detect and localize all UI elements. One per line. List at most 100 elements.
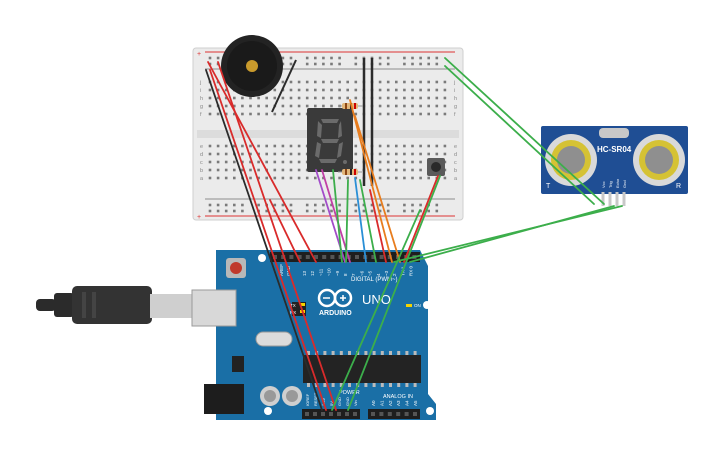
breadboard-hole xyxy=(289,168,293,172)
breadboard-hole xyxy=(378,88,382,92)
header-hole xyxy=(321,412,325,416)
chip-leg xyxy=(413,351,417,355)
breadboard-hole xyxy=(241,96,244,100)
resistor-top xyxy=(338,103,362,109)
breadboard-hole xyxy=(411,96,414,100)
resistor-bottom xyxy=(338,169,362,175)
breadboard-hole xyxy=(386,160,390,164)
rail-hole xyxy=(330,56,333,60)
breadboard-hole xyxy=(338,88,341,92)
breadboard-hole xyxy=(338,96,341,100)
breadboard-hole xyxy=(208,168,212,172)
rail-hole xyxy=(338,209,341,213)
breadboard-hole xyxy=(224,96,228,100)
rail-hole xyxy=(216,209,220,213)
breadboard-hole xyxy=(403,104,406,108)
sensor-model: HC-SR04 xyxy=(597,145,632,154)
breadboard-hole xyxy=(273,96,277,100)
breadboard-hole xyxy=(297,176,301,180)
analog-pin-label: A3 xyxy=(396,400,401,406)
breadboard-row-letter: f xyxy=(454,112,456,118)
chip-leg xyxy=(307,351,310,355)
wire-magenta-1 xyxy=(321,169,351,263)
breadboard-row-letter: c xyxy=(200,160,203,166)
wire-green-gnd xyxy=(444,65,595,205)
breadboard-hole xyxy=(257,104,260,108)
breadboard-hole xyxy=(216,160,220,164)
breadboard-row-letter: b xyxy=(200,168,203,174)
breadboard-hole xyxy=(273,152,277,156)
breadboard-hole xyxy=(224,152,228,156)
breadboard-hole xyxy=(427,112,430,116)
breadboard-hole xyxy=(216,168,220,172)
rail-hole xyxy=(370,203,374,207)
breadboard-hole xyxy=(305,104,309,108)
breadboard-hole xyxy=(435,144,439,148)
breadboard-hole xyxy=(427,96,430,100)
arduino-aref-label: AREF xyxy=(279,264,284,276)
breadboard-hole xyxy=(289,152,293,156)
rail-hole xyxy=(314,203,317,207)
breadboard-hole xyxy=(305,176,309,180)
breadboard-hole xyxy=(386,152,390,156)
breadboard-hole xyxy=(265,160,268,164)
breadboard-hole xyxy=(314,176,317,180)
breadboard-hole xyxy=(419,176,422,180)
rail-hole xyxy=(289,209,293,213)
breadboard-hole xyxy=(346,88,349,92)
breadboard-hole xyxy=(241,152,244,156)
rail-hole xyxy=(338,203,341,207)
rail-hole xyxy=(411,56,414,60)
breadboard-hole xyxy=(281,80,285,84)
rail-hole xyxy=(289,203,293,207)
digital-pin-label: 2 xyxy=(392,273,397,276)
breadboard-hole xyxy=(378,160,382,164)
digital-pin-label: 7 xyxy=(351,273,356,276)
wire-green-5 xyxy=(331,209,421,411)
rail-hole xyxy=(419,62,422,66)
breadboard-hole xyxy=(233,168,236,172)
breadboard-hole xyxy=(411,168,414,172)
breadboard-hole xyxy=(216,88,220,92)
breadboard-hole xyxy=(249,112,252,116)
header-hole xyxy=(404,412,409,416)
breadboard-hole xyxy=(427,144,430,148)
rail-hole xyxy=(233,209,236,213)
breadboard-hole xyxy=(273,112,277,116)
breadboard-hole xyxy=(419,80,422,84)
breadboard-hole xyxy=(419,88,422,92)
breadboard-hole xyxy=(378,152,382,156)
analog-pin-label: A1 xyxy=(379,400,384,406)
breadboard-hole xyxy=(354,80,358,84)
breadboard-hole xyxy=(427,152,430,156)
rail-hole xyxy=(330,62,333,66)
chip-leg xyxy=(307,383,310,387)
rail-hole xyxy=(435,203,439,207)
rail-hole xyxy=(370,209,374,213)
rail-hole xyxy=(378,203,382,207)
breadboard-hole xyxy=(338,80,341,84)
breadboard-hole xyxy=(241,168,244,172)
header-hole xyxy=(338,255,343,259)
breadboard-hole xyxy=(224,144,228,148)
digital-pin-label: ~3 xyxy=(384,270,389,276)
breadboard-hole xyxy=(435,104,439,108)
breadboard-row-letter: h xyxy=(200,96,203,102)
breadboard-hole xyxy=(338,176,341,180)
wire-green-1 xyxy=(332,169,343,263)
wire-orange-1 xyxy=(349,99,393,263)
breadboard-hole xyxy=(346,80,349,84)
chip-leg xyxy=(348,351,351,355)
breadboard-hole xyxy=(249,176,252,180)
breadboard-row-letter: i xyxy=(200,88,201,94)
breadboard-hole xyxy=(249,168,252,172)
header-hole xyxy=(289,255,294,259)
header-hole xyxy=(379,412,384,416)
breadboard-hole xyxy=(216,152,220,156)
breadboard-hole xyxy=(395,176,398,180)
breadboard-hole xyxy=(241,112,244,116)
rail-hole xyxy=(322,209,325,213)
header-hole xyxy=(355,255,359,259)
breadboard-hole xyxy=(289,80,293,84)
breadboard-hole xyxy=(297,144,301,148)
